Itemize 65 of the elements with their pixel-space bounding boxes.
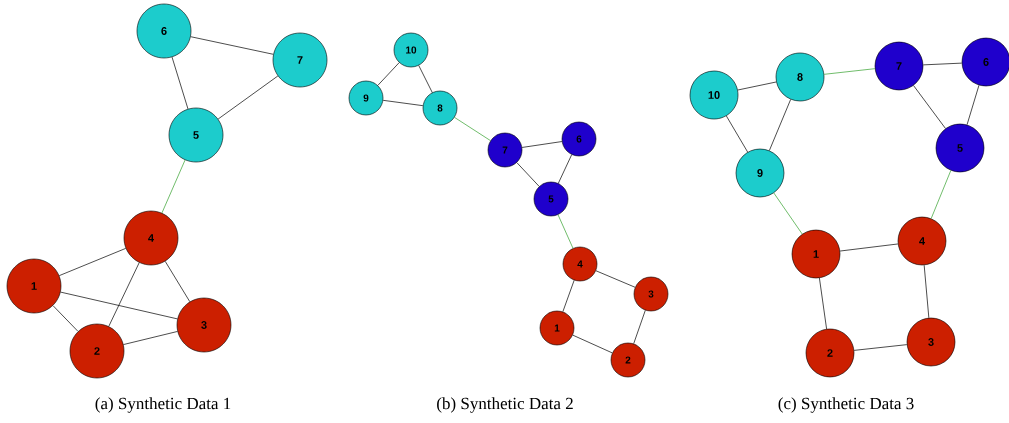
graph-edge <box>823 68 876 75</box>
graph-vertex: 6 <box>136 3 192 59</box>
graph-vertex: 5 <box>935 123 985 173</box>
graph-vertex: 2 <box>69 323 125 379</box>
graph-vertex: 1 <box>6 258 62 314</box>
graph-vertex: 2 <box>610 342 646 378</box>
graph-vertex: 9 <box>735 148 785 198</box>
graph-vertex: 5 <box>533 181 569 217</box>
graph-edge <box>521 141 563 148</box>
graph-edge <box>769 99 791 151</box>
graph-edge <box>58 248 127 276</box>
graph-vertex: 7 <box>272 32 328 88</box>
graph-edge <box>737 81 777 91</box>
graph-edge <box>966 84 980 126</box>
graph-vertex: 4 <box>897 216 947 266</box>
graph-vertex: 3 <box>633 276 669 312</box>
graph-edge <box>839 243 899 252</box>
graph-edge <box>595 270 636 288</box>
subfigure-caption: (b) Synthetic Data 2 <box>437 397 573 413</box>
graph-edge <box>930 170 952 219</box>
graph-edge <box>171 56 189 110</box>
graph-vertex: 7 <box>487 132 523 168</box>
graph-vertex: 4 <box>123 210 179 266</box>
graph-edge <box>123 331 178 345</box>
graph-vertex: 7 <box>874 41 924 91</box>
graph-edge <box>382 99 424 107</box>
graph-edge <box>108 262 140 327</box>
graph-vertex: 8 <box>422 90 458 126</box>
graph-vertex: 5 <box>168 107 224 163</box>
graph-edge <box>164 260 191 303</box>
graph-vertex: 3 <box>906 317 956 367</box>
graph-edge <box>572 334 613 354</box>
graph-edge <box>853 344 908 351</box>
graph-edge <box>922 62 963 66</box>
graph-edge <box>557 154 573 184</box>
graph-edge <box>418 65 433 93</box>
graph-vertex: 10 <box>689 70 739 120</box>
graph-vertex: 8 <box>775 52 825 102</box>
graph-vertex: 3 <box>176 297 232 353</box>
graph-vertex: 6 <box>961 37 1009 87</box>
graph-edge <box>923 264 930 319</box>
graph-vertex: 1 <box>539 310 575 346</box>
graph-vertex: 9 <box>348 80 384 116</box>
graph-edge <box>60 291 178 320</box>
graph-edge <box>190 36 274 55</box>
graph-edge <box>913 85 946 129</box>
subfigure-caption: (c) Synthetic Data 3 <box>778 397 914 413</box>
subfigure-caption: (a) Synthetic Data 1 <box>95 397 231 413</box>
graph-edge <box>454 117 491 141</box>
graph-vertex: 4 <box>562 246 598 282</box>
graph-edge <box>516 162 540 187</box>
graph-edge <box>161 159 186 214</box>
graph-vertex: 6 <box>561 121 597 157</box>
graph-edge <box>217 75 279 120</box>
graph-edge <box>377 62 400 86</box>
graph-edge <box>52 305 79 332</box>
graph-edge <box>819 277 827 330</box>
graph-vertex: 10 <box>393 32 429 68</box>
graph-vertex: 2 <box>805 328 855 378</box>
graph-edge <box>557 214 574 249</box>
graph-edge <box>773 192 803 235</box>
graph-edge <box>726 115 748 153</box>
graph-edge <box>562 279 575 313</box>
graph-vertex: 1 <box>791 229 841 279</box>
graph-edge <box>633 310 646 345</box>
